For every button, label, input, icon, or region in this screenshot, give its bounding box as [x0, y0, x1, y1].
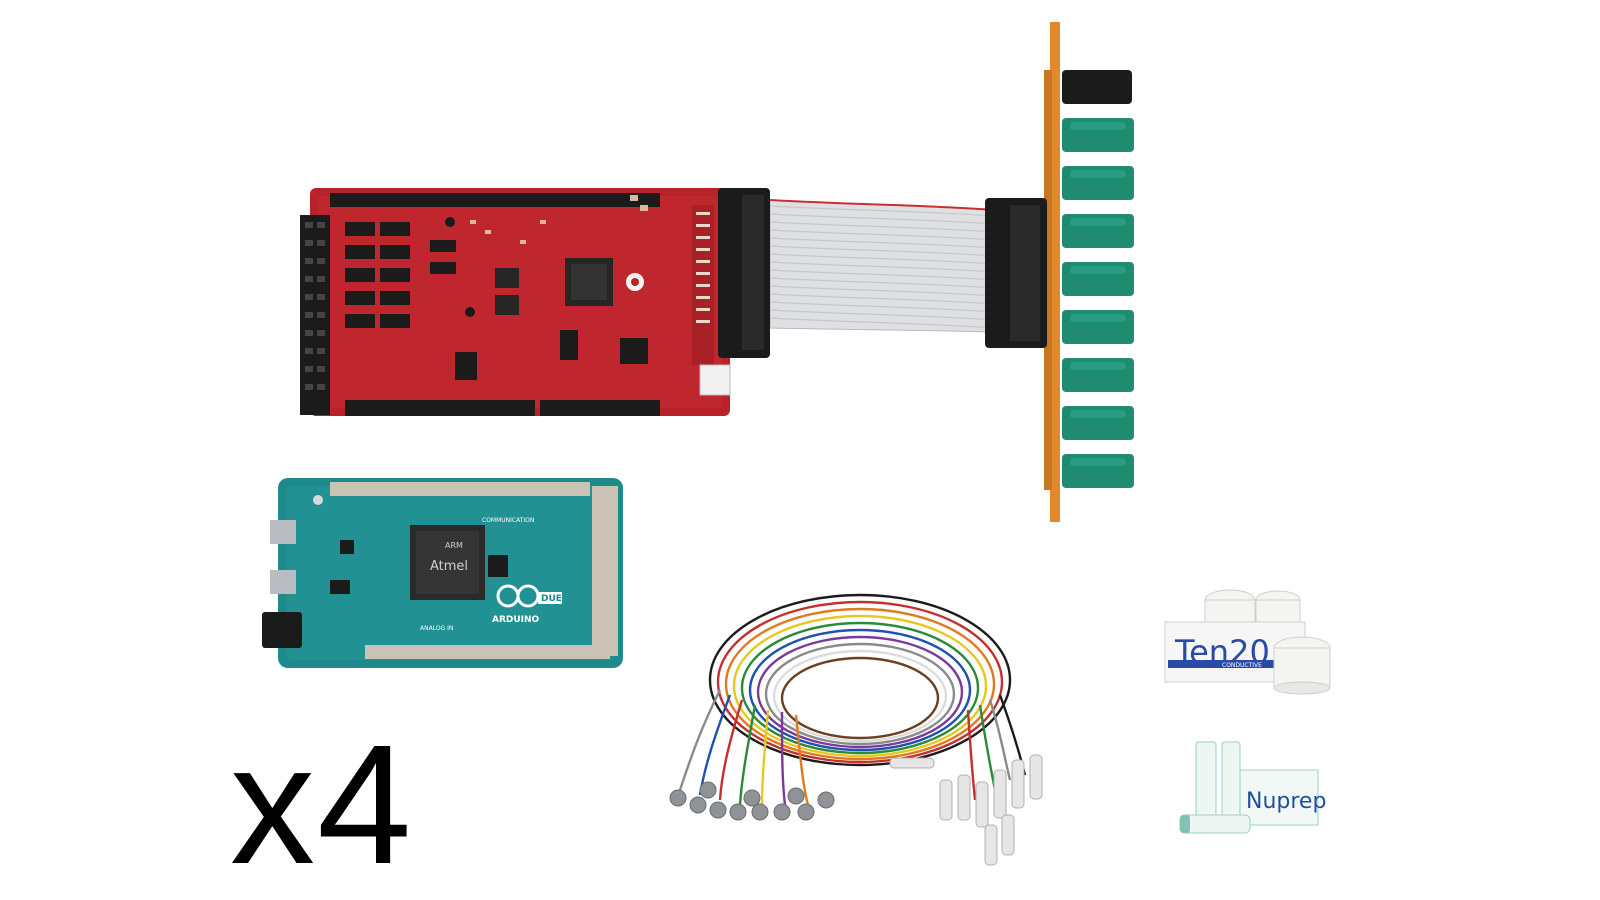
electrode-cups [669, 781, 835, 821]
arduino-model-label: DUE [541, 594, 562, 604]
communication-label: COMMUNICATION [482, 517, 534, 524]
ten20-subtitle-label: CONDUCTIVE [1222, 662, 1262, 669]
red-shield-board [300, 188, 770, 416]
arduino-brand-label: ARDUINO [492, 615, 540, 625]
arduino-due-board: Atmel ARM ARDUINO DUE COMMUNICATION ANAL… [262, 478, 623, 668]
electrode-connector-board [985, 22, 1134, 522]
electrode-leads [678, 593, 1027, 806]
ten20-paste: Ten20 CONDUCTIVE [1164, 589, 1331, 695]
ten20-brand-label: Ten20 [1174, 633, 1270, 671]
ribbon-cable [769, 199, 993, 333]
quantity-label: x4 [230, 710, 414, 900]
chip-brand-label: Atmel [430, 559, 468, 574]
nuprep-brand-label: Nuprep [1246, 789, 1326, 814]
chip-line-label: ARM [445, 541, 463, 550]
analog-in-label: ANALOG IN [420, 625, 453, 632]
electrode-pin-connectors [889, 754, 1043, 866]
nuprep-gel: Nuprep [1179, 741, 1326, 834]
